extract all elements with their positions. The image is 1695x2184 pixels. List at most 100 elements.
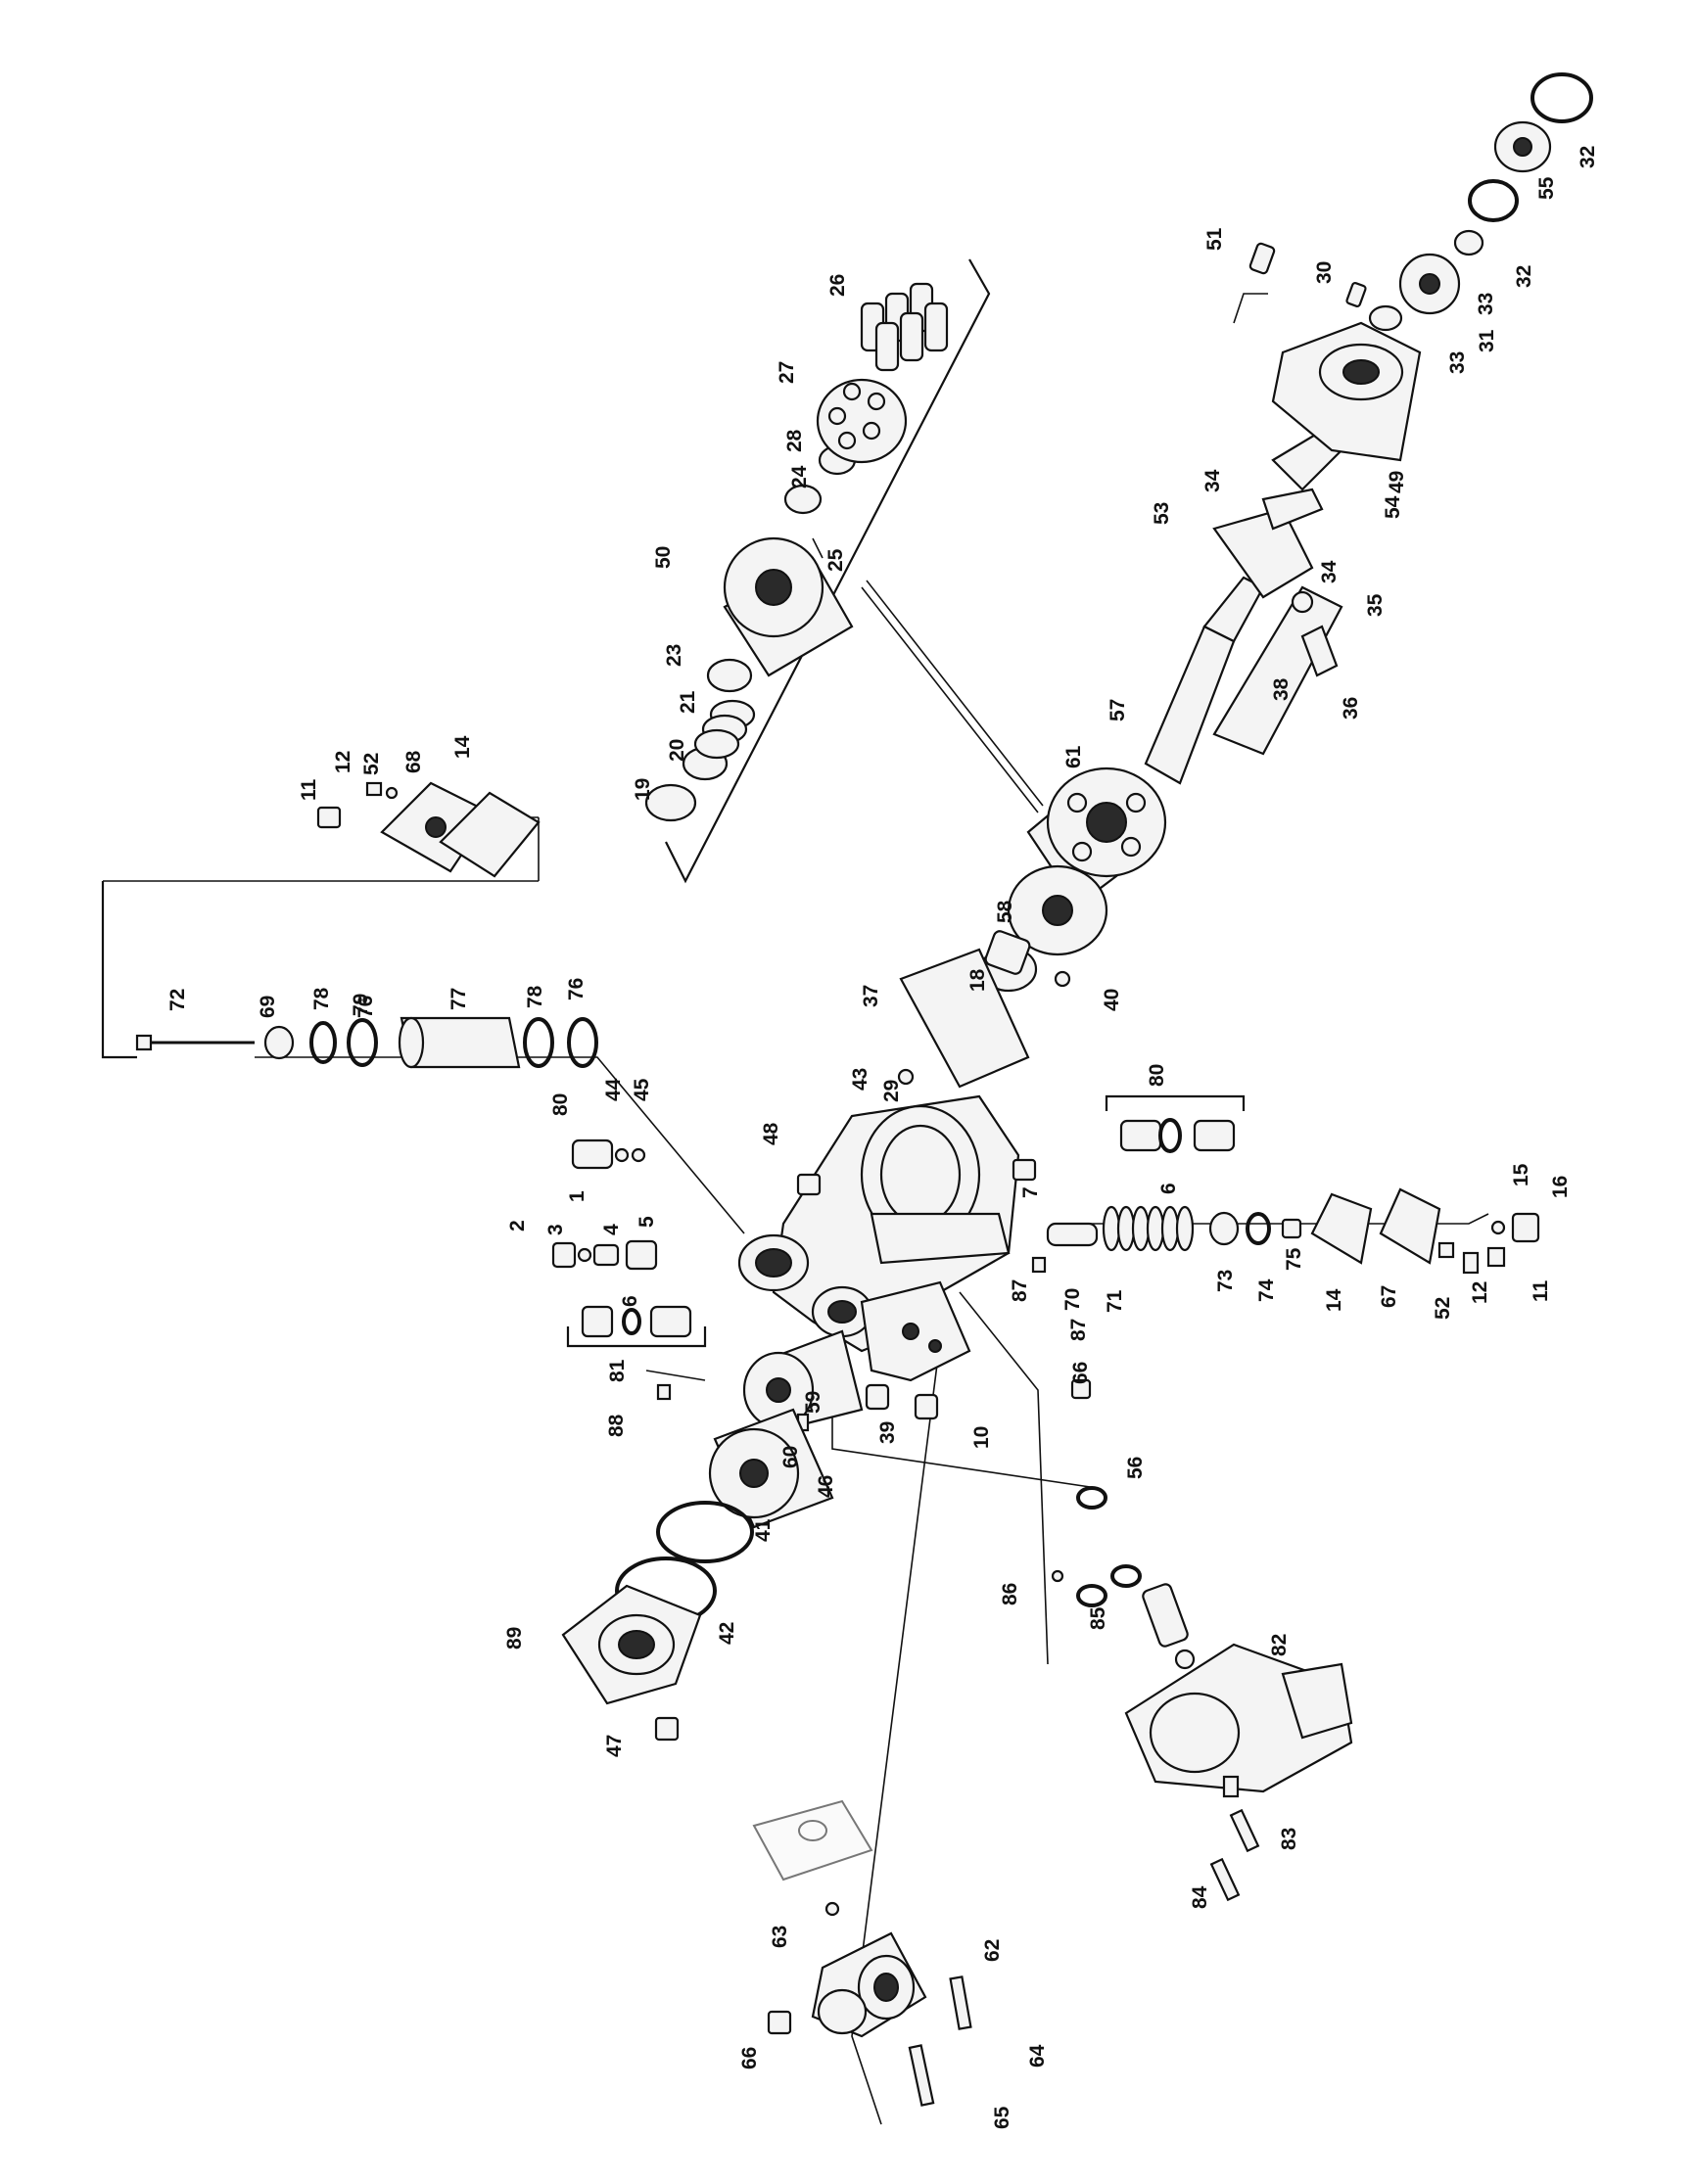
callout-label: 37 [860, 985, 882, 1007]
callout-label: 7 [1019, 1186, 1042, 1198]
callout-label: 66 [738, 2047, 761, 2069]
upper-fittings [897, 930, 1236, 1182]
callout-label: 33 [1475, 293, 1497, 315]
callout-label: 2 [506, 1220, 529, 1231]
callout-label: 57 [1106, 699, 1129, 721]
callout-label: 42 [716, 1622, 738, 1645]
callout-label: 67 [1378, 1285, 1400, 1308]
callout-label: 54 [1382, 495, 1404, 519]
callout-label: 4 [600, 1224, 623, 1235]
callout-label: 70 [1061, 1288, 1084, 1311]
callout-label: 24 [788, 465, 811, 488]
callout-label: 38 [1270, 677, 1293, 701]
callout-label: 3 [544, 1224, 567, 1235]
callout-label: 78 [310, 987, 333, 1010]
callout-label: 11 [1530, 1279, 1552, 1302]
callout-label: 11 [298, 778, 320, 801]
callout-label: 48 [760, 1122, 782, 1145]
callout-label: 59 [802, 1391, 824, 1414]
callout-label: 41 [752, 1518, 775, 1542]
callout-label: 87 [1067, 1319, 1090, 1341]
lower-right-valve [1051, 1486, 1353, 1902]
callout-label: 76 [354, 996, 377, 1018]
callout-label: 86 [999, 1583, 1021, 1605]
callout-label: 12 [332, 751, 354, 773]
callout-label: 49 [1386, 471, 1408, 493]
callout-label: 63 [769, 1926, 791, 1948]
callout-label: 35 [1364, 593, 1387, 617]
central-housing [737, 1094, 1020, 1382]
callout-label: 56 [1124, 1457, 1147, 1479]
callout-label: 21 [677, 690, 699, 714]
lower-left-group [561, 1329, 1092, 1742]
callout-label: 68 [402, 750, 425, 773]
callout-label: 14 [1323, 1288, 1345, 1312]
callout-label: 32 [1513, 265, 1535, 288]
callout-label: 29 [880, 1080, 903, 1102]
callout-label: 64 [1026, 2044, 1049, 2068]
callout-label: 34 [1201, 469, 1224, 492]
inset-frame-bracket [665, 258, 991, 884]
bottom-cover-group [752, 1799, 972, 2107]
callout-label: 85 [1087, 1606, 1109, 1630]
callout-label: 89 [503, 1627, 526, 1650]
callout-label: 88 [605, 1414, 628, 1437]
callout-label: 72 [166, 989, 189, 1011]
callout-label: 58 [994, 900, 1016, 923]
callout-label: 16 [1549, 1176, 1572, 1198]
callout-label: 43 [849, 1068, 871, 1091]
callout-label: 51 [1203, 227, 1226, 251]
leader-72-line [255, 1056, 745, 1234]
cover-frame-bracket [101, 881, 137, 1059]
callout-label: 28 [783, 429, 806, 452]
callout-label: 69 [257, 996, 279, 1018]
callout-label: 6 [1157, 1183, 1180, 1194]
callout-label: 61 [1062, 745, 1085, 768]
callout-label: 6 [619, 1295, 641, 1307]
shaft-assembly [979, 72, 1593, 993]
callout-label: 84 [1189, 1885, 1211, 1909]
callout-label: 81 [606, 1359, 629, 1382]
callout-label: 44 [602, 1078, 625, 1101]
callout-label: 53 [1151, 502, 1173, 525]
callout-label: 15 [1510, 1163, 1532, 1186]
callout-label: 60 [779, 1446, 802, 1468]
callout-label: 1 [566, 1190, 589, 1202]
callout-label: 25 [824, 548, 847, 572]
callout-label: 18 [966, 968, 989, 992]
callout-label: 36 [1340, 697, 1362, 720]
callout-label: 87 [1009, 1279, 1031, 1302]
callout-label: 71 [1104, 1289, 1126, 1313]
callout-label: 80 [549, 1093, 572, 1116]
callout-label: 62 [981, 1939, 1004, 1962]
callout-label: 14 [451, 735, 474, 759]
callout-label: 79 [350, 994, 372, 1016]
callout-label: 80 [1146, 1064, 1168, 1087]
callout-label: 73 [1214, 1270, 1237, 1292]
callout-label: 55 [1535, 176, 1558, 200]
callout-label: 33 [1446, 351, 1469, 374]
bracket-80-left [566, 1326, 707, 1348]
callout-label: 75 [1283, 1247, 1305, 1271]
upper-cover-group [316, 781, 541, 878]
spring-row [1046, 1187, 1540, 1275]
callout-label: 39 [876, 1421, 899, 1444]
cylinder-barrel-inset [644, 282, 949, 822]
callout-label: 5 [636, 1216, 658, 1228]
callouts: 1 2 3 4 5 6 6 7 10 11 11 12 12 14 14 15 … [166, 146, 1599, 2129]
callout-label: 47 [603, 1735, 626, 1757]
callout-label: 52 [360, 753, 383, 775]
spool-row [135, 1016, 598, 1069]
callout-label: 82 [1268, 1634, 1291, 1656]
callout-label: 23 [663, 644, 685, 667]
left-fittings [551, 1138, 1047, 1401]
callout-label: 45 [631, 1078, 653, 1101]
callout-label: 26 [826, 274, 849, 297]
callout-label: 46 [815, 1475, 837, 1498]
callout-label: 10 [970, 1426, 993, 1449]
callout-label: 76 [565, 978, 588, 1000]
callout-label: 52 [1432, 1297, 1454, 1320]
callout-label: 12 [1469, 1281, 1491, 1304]
callout-label: 31 [1476, 329, 1498, 352]
